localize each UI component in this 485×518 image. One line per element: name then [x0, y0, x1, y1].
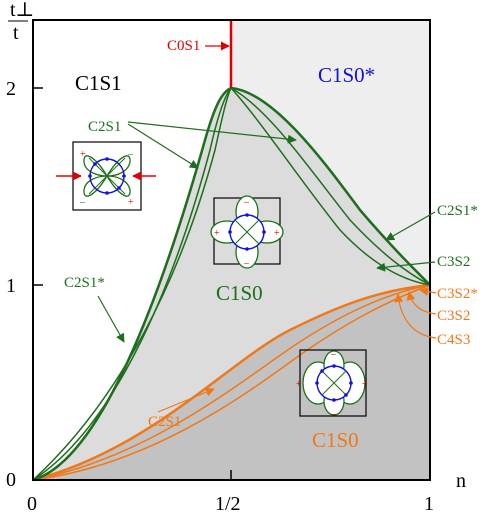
svg-text:–: –: [79, 197, 86, 208]
label-c4s3-orange: C4S3: [437, 332, 470, 348]
curve-green-inner-4: [230, 87, 431, 286]
inset-c1s0-bottom-orbital: + + – –: [296, 349, 368, 420]
svg-text:–: –: [243, 258, 250, 269]
curve-green-inner-3: [230, 87, 431, 286]
curve-c4s3-orange: [32, 284, 431, 481]
arrow-c2s1-star-left: [97, 295, 125, 343]
curve-c3s2-orange: [32, 284, 431, 481]
curve-green-inner-1: [32, 87, 232, 481]
label-c3s2-star-orange: C3S2*: [437, 286, 478, 302]
y-tick-label-2: 2: [6, 78, 16, 100]
arrow-c3s2-orange: [406, 291, 437, 315]
label-c3s2-right: C3S2: [437, 254, 470, 270]
label-c2s1-top: C2S1: [88, 119, 121, 135]
x-tick-label-half: 1/2: [215, 493, 241, 515]
x-tick-label-1: 1: [424, 493, 434, 515]
region-label-c1s0-bottom: C1S0: [312, 428, 359, 452]
region-bottom-fill: [33, 285, 430, 480]
y-axis-label-num: t⊥: [10, 0, 34, 21]
arrow-c2s1-a: [127, 121, 297, 144]
curve-c2s1-orange: [32, 283, 431, 482]
svg-text:+: +: [214, 228, 220, 239]
inset-c1s1-orbital: + – – +: [56, 141, 156, 211]
region-label-c1s1: C1S1: [75, 71, 122, 95]
svg-text:+: +: [274, 228, 280, 239]
label-c2s1-star-left: C2S1*: [64, 275, 105, 291]
arrow-c3s2-star-orange: [419, 287, 437, 296]
arrow-c3s2-right: [376, 261, 436, 272]
curve-green-inner-2: [32, 87, 232, 481]
svg-text:+: +: [296, 379, 302, 390]
label-c2s1-orange: C2S1: [148, 414, 181, 430]
label-c0s1: C0S1: [167, 38, 200, 54]
region-label-c1s0-center: C1S0: [216, 281, 263, 305]
y-axis-label-den: t: [13, 22, 19, 44]
x-axis-label: n: [456, 470, 466, 492]
region-label-c1s0-star: C1S0*: [318, 63, 375, 87]
arrow-c2s1-star-right: [385, 211, 436, 241]
x-tick-label-0: 0: [27, 493, 37, 515]
inset-c1s0-orbital: + + – –: [210, 195, 284, 269]
arrow-c2s1-b: [127, 123, 199, 169]
label-c2s1-star-right: C2S1*: [437, 203, 478, 219]
svg-text:–: –: [243, 197, 250, 208]
svg-text:+: +: [362, 379, 368, 390]
svg-text:+: +: [128, 197, 134, 208]
svg-text:–: –: [330, 409, 337, 420]
svg-text:+: +: [80, 149, 86, 160]
y-tick-label-0: 0: [6, 469, 16, 491]
curve-c2s1-star-main: [32, 86, 431, 482]
svg-text:–: –: [127, 149, 134, 160]
svg-text:–: –: [330, 349, 337, 360]
arrow-c4s3-orange: [394, 293, 437, 339]
label-c3s2-orange: C3S2: [437, 308, 470, 324]
y-tick-label-1: 1: [6, 275, 16, 297]
arrow-c2s1-orange: [157, 387, 215, 413]
